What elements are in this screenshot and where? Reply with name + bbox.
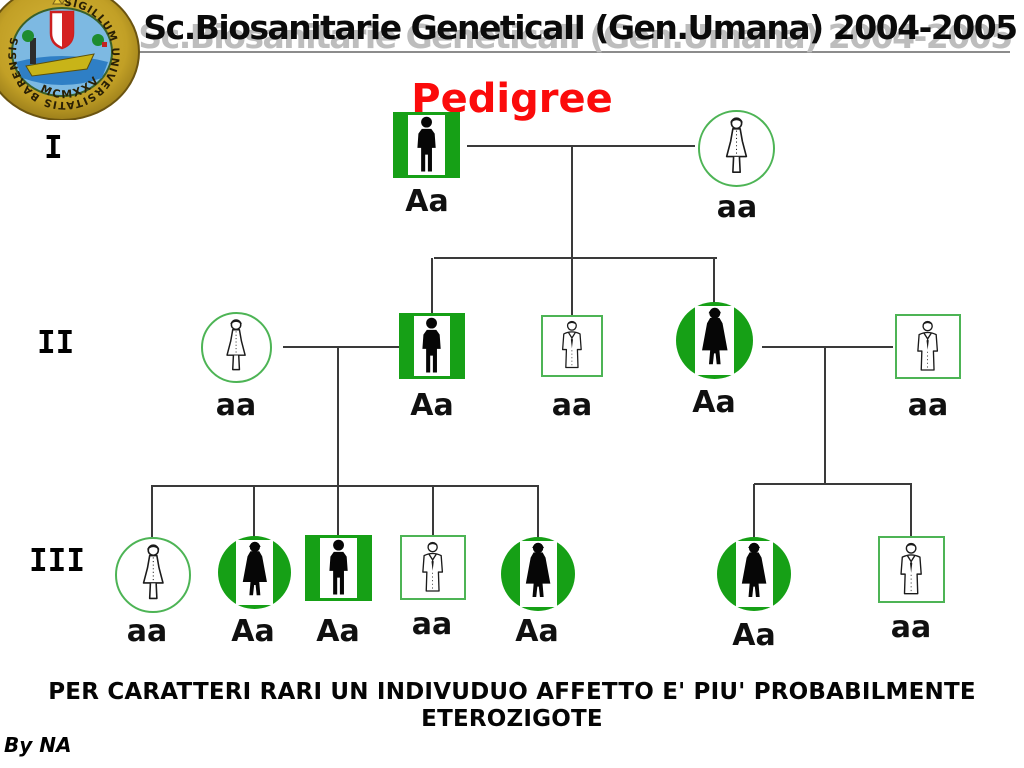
pedigree-node-III-1-unaffected-female bbox=[115, 537, 191, 613]
pedigree-node-II-3-unaffected-male bbox=[541, 315, 603, 377]
unaffected-male-icon bbox=[418, 541, 447, 595]
marriage-line-II-left bbox=[283, 346, 399, 348]
unaffected-male-icon bbox=[913, 320, 942, 374]
drop-line-III-3 bbox=[337, 486, 339, 536]
drop-line-III-2 bbox=[253, 486, 255, 537]
descent-line-II-left bbox=[337, 347, 339, 486]
drop-line-III-6 bbox=[753, 484, 755, 537]
unaffected-male-icon bbox=[558, 320, 586, 371]
pedigree-node-III-4-unaffected-male bbox=[400, 535, 466, 600]
pedigree-node-II-2-affected-male bbox=[399, 313, 465, 379]
drop-line-II-4 bbox=[713, 258, 715, 303]
icon-panel bbox=[519, 540, 557, 608]
genotype-label-I-1: Aa bbox=[405, 184, 449, 219]
conclusion-line-1: PER CARATTERI RARI UN INDIVUDUO AFFETTO … bbox=[48, 679, 976, 705]
icon-panel bbox=[320, 537, 357, 599]
sibship-line-II bbox=[434, 257, 717, 259]
genotype-label-III-3: Aa bbox=[316, 614, 360, 649]
marriage-line-II-right bbox=[762, 346, 893, 348]
descent-line-II-right bbox=[824, 347, 826, 484]
author-credit: By NA bbox=[4, 733, 72, 757]
affected-male-icon bbox=[325, 539, 352, 597]
seal-boat bbox=[25, 53, 95, 77]
pedigree-node-II-1-unaffected-female bbox=[201, 312, 272, 383]
affected-male-icon bbox=[413, 116, 440, 174]
drop-line-II-3 bbox=[571, 258, 573, 316]
drop-line-III-1 bbox=[151, 486, 153, 537]
pedigree-node-I-1-affected-male bbox=[393, 112, 460, 178]
affected-female-icon bbox=[737, 542, 771, 606]
pedigree-node-III-5-affected-female bbox=[501, 537, 575, 611]
seal-crown bbox=[52, 0, 72, 5]
genotype-label-II-5: aa bbox=[907, 388, 949, 423]
university-seal-logo: SIGILLUM UNIVERSITATIS BARENSIS MCMXXV bbox=[0, 0, 140, 120]
generation-label-III: III bbox=[29, 543, 85, 579]
pedigree-node-III-7-unaffected-male bbox=[878, 536, 945, 603]
icon-panel bbox=[735, 540, 773, 608]
drop-line-II-2 bbox=[431, 258, 433, 314]
genotype-label-III-2: Aa bbox=[231, 614, 275, 649]
seal-shield-red-half bbox=[62, 12, 73, 48]
conclusion-text: PER CARATTERI RARI UN INDIVUDUO AFFETTO … bbox=[0, 679, 1024, 733]
sibship-line-III-left bbox=[151, 485, 539, 487]
drop-line-III-4 bbox=[432, 486, 434, 536]
genotype-label-III-1: aa bbox=[126, 614, 168, 649]
genotype-label-II-3: aa bbox=[551, 388, 593, 423]
pedigree-node-I-2-unaffected-female bbox=[698, 110, 775, 187]
seal-tree-right bbox=[92, 34, 104, 46]
affected-female-icon bbox=[521, 542, 555, 606]
pedigree-node-III-3-affected-male bbox=[305, 535, 372, 601]
seal-tree-left bbox=[22, 30, 34, 42]
pedigree-node-III-6-affected-female bbox=[717, 537, 791, 611]
icon-panel bbox=[695, 305, 734, 376]
unaffected-female-icon bbox=[719, 116, 754, 180]
pedigree-node-II-4-affected-female bbox=[676, 302, 753, 379]
genotype-label-II-2: Aa bbox=[410, 388, 454, 423]
title-underline bbox=[104, 51, 1010, 53]
pedigree-node-III-2-affected-female bbox=[218, 536, 291, 609]
page-title: Pedigree bbox=[411, 76, 613, 122]
icon-panel bbox=[408, 114, 445, 176]
genotype-label-III-5: Aa bbox=[515, 614, 559, 649]
seal-lighthouse bbox=[30, 38, 36, 64]
genotype-label-III-6: Aa bbox=[732, 618, 776, 653]
affected-female-icon bbox=[697, 307, 733, 374]
genotype-label-II-4: Aa bbox=[692, 385, 736, 420]
icon-panel bbox=[236, 539, 273, 606]
affected-female-icon bbox=[238, 541, 272, 604]
descent-line-I bbox=[571, 146, 573, 258]
drop-line-III-5 bbox=[537, 486, 539, 537]
genotype-label-I-2: aa bbox=[716, 190, 758, 225]
conclusion-line-2: ETEROZIGOTE bbox=[421, 706, 603, 732]
genotype-label-III-7: aa bbox=[890, 610, 932, 645]
generation-label-II: II bbox=[37, 325, 75, 361]
genotype-label-III-4: aa bbox=[411, 607, 453, 642]
drop-line-III-7 bbox=[910, 484, 912, 536]
slide-title: Sc.Biosanitarie GeneticaII (Gen.Umana) 2… bbox=[143, 8, 1018, 47]
unaffected-female-icon bbox=[220, 318, 252, 377]
sibship-line-III-right bbox=[754, 483, 912, 485]
seal-red-mark bbox=[102, 42, 107, 47]
marriage-line-I bbox=[467, 145, 695, 147]
icon-panel bbox=[413, 315, 451, 377]
pedigree-node-II-5-unaffected-male bbox=[895, 314, 961, 379]
unaffected-female-icon bbox=[136, 543, 171, 606]
affected-male-icon bbox=[418, 317, 445, 375]
unaffected-male-icon bbox=[896, 542, 926, 597]
generation-label-I: I bbox=[44, 130, 63, 166]
genotype-label-II-1: aa bbox=[215, 388, 257, 423]
